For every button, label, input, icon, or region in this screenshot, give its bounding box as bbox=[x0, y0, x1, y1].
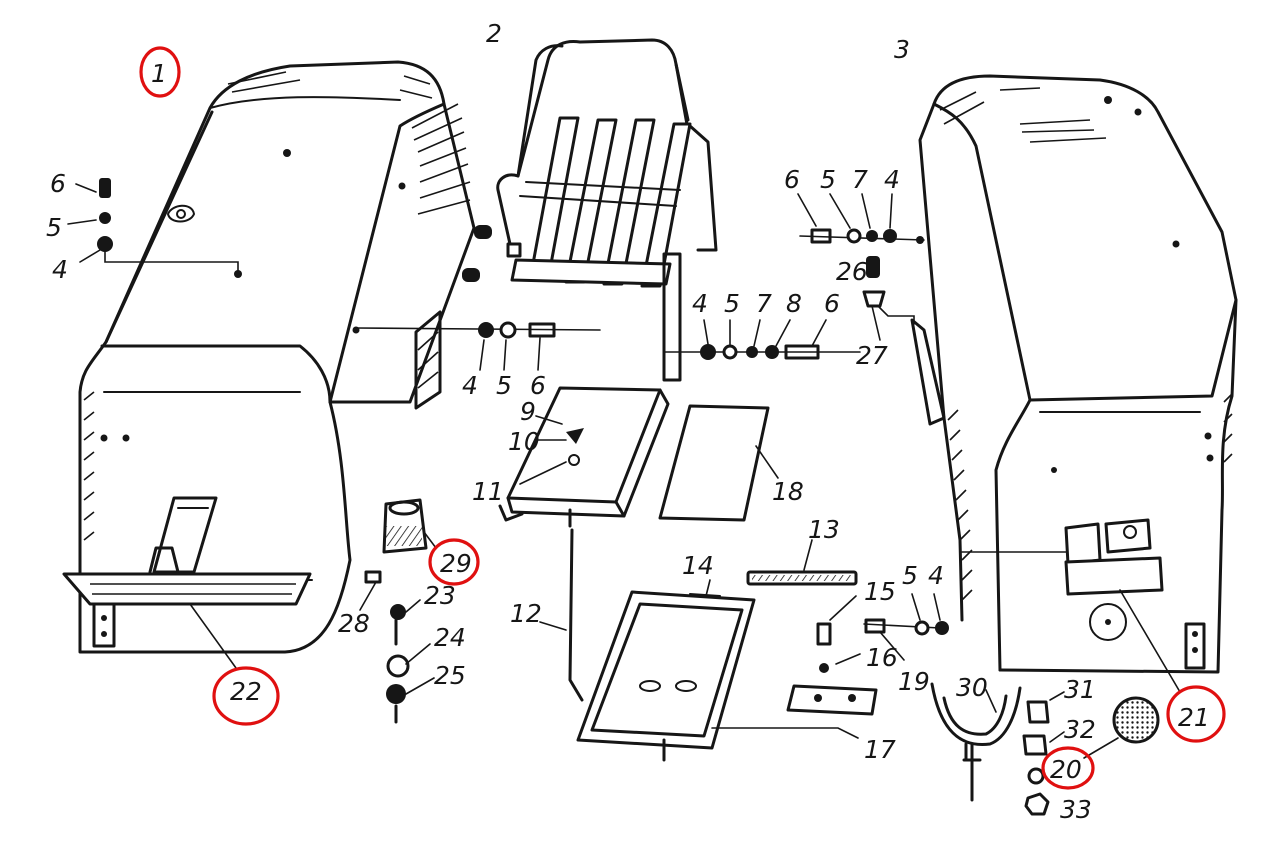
callout-23: 23 bbox=[424, 581, 456, 610]
callout-15: 15 bbox=[864, 577, 896, 606]
callout-11: 11 bbox=[472, 477, 504, 506]
callout-26: 26 bbox=[836, 257, 868, 286]
highlight-ring-20 bbox=[1041, 746, 1095, 790]
callout-9: 9 bbox=[520, 397, 536, 426]
battery-tray-part-14 bbox=[576, 579, 859, 762]
fittings-parts-20-31-32-33 bbox=[1022, 691, 1160, 816]
callout-33: 33 bbox=[1060, 795, 1092, 824]
callout-12: 12 bbox=[510, 599, 542, 628]
callout-6-frame: 6 bbox=[824, 289, 840, 318]
highlight-ring-21 bbox=[1166, 685, 1226, 743]
callout-17: 17 bbox=[864, 735, 896, 764]
callout-5-frame: 5 bbox=[724, 289, 740, 318]
callout-4-frame: 4 bbox=[692, 289, 708, 318]
callout-13: 13 bbox=[808, 515, 840, 544]
callout-4-left: 4 bbox=[52, 255, 68, 284]
bracket-part-30 bbox=[930, 682, 1022, 802]
battery-cover-part-9 bbox=[498, 386, 670, 528]
callout-6-left: 6 bbox=[50, 169, 66, 198]
left-hood-part-1 bbox=[62, 60, 492, 669]
callout-30: 30 bbox=[956, 673, 988, 702]
callout-4-right: 4 bbox=[884, 165, 900, 194]
callout-19: 19 bbox=[898, 667, 930, 696]
rod-part-12 bbox=[539, 528, 584, 702]
right-hood-bolt-set bbox=[797, 193, 925, 341]
callout-31: 31 bbox=[1064, 675, 1096, 704]
callout-6-center: 6 bbox=[530, 371, 546, 400]
right-hood-part-3 bbox=[910, 74, 1238, 693]
callout-10: 10 bbox=[508, 427, 540, 456]
callout-22: 22 bbox=[230, 677, 262, 706]
callout-32: 32 bbox=[1064, 715, 1096, 744]
clamp-parts-15-16-17-19 bbox=[786, 593, 949, 716]
battery-frame-part-2 bbox=[496, 38, 718, 382]
callout-6-right: 6 bbox=[784, 165, 800, 194]
callout-29: 29 bbox=[440, 549, 472, 578]
hood-bolt-set-center bbox=[355, 321, 601, 371]
frame-bolt-set bbox=[663, 319, 861, 360]
callout-2: 2 bbox=[486, 19, 502, 48]
callout-5-clamp: 5 bbox=[902, 561, 918, 590]
highlight-ring-22 bbox=[212, 666, 280, 726]
callout-24: 24 bbox=[434, 623, 466, 652]
callout-3: 3 bbox=[894, 35, 910, 64]
insulation-pad-part-18 bbox=[658, 404, 779, 522]
callout-14: 14 bbox=[682, 551, 714, 580]
hood-bolt-set-left bbox=[67, 178, 239, 273]
callout-5-right: 5 bbox=[820, 165, 836, 194]
callout-18: 18 bbox=[772, 477, 804, 506]
callout-5-left: 5 bbox=[46, 213, 62, 242]
highlight-rings bbox=[139, 46, 1226, 790]
callout-16: 16 bbox=[866, 643, 898, 672]
callout-5-center: 5 bbox=[496, 371, 512, 400]
plate-part-13 bbox=[746, 539, 858, 586]
highlight-ring-1 bbox=[139, 46, 181, 98]
callout-7-right: 7 bbox=[852, 165, 868, 194]
callout-25: 25 bbox=[434, 661, 466, 690]
callout-labels: 1 2 3 6 5 4 4 5 6 6 5 7 4 26 27 4 5 7 8 … bbox=[46, 19, 1210, 824]
callout-4-clamp: 4 bbox=[928, 561, 944, 590]
callout-20: 20 bbox=[1050, 755, 1082, 784]
highlight-ring-29 bbox=[428, 538, 480, 586]
small-parts-23-29 bbox=[359, 498, 437, 724]
callout-27: 27 bbox=[856, 341, 888, 370]
callout-7-frame: 7 bbox=[756, 289, 772, 318]
callout-4-center: 4 bbox=[462, 371, 478, 400]
callout-1: 1 bbox=[151, 59, 167, 88]
callout-21: 21 bbox=[1178, 703, 1210, 732]
callout-8-frame: 8 bbox=[786, 289, 802, 318]
callout-28: 28 bbox=[338, 609, 370, 638]
